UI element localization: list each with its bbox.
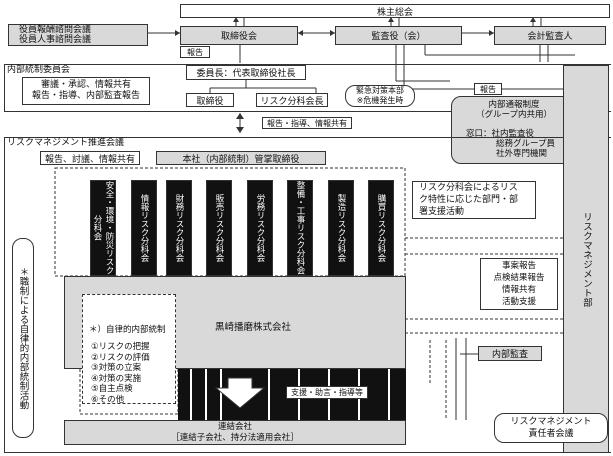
subcommittee-sales: 販売リスク分科会 <box>206 180 232 276</box>
subcommittee-manufacturing: 製造リスク分科会 <box>328 180 354 276</box>
risk-subcommittee-chair-label: リスク分科会長 <box>260 96 324 107</box>
risk-management-dept-box: リスクマネジメント部 <box>563 65 609 453</box>
risk-council-frame <box>4 137 611 453</box>
whistleblowing-title-2: （グループ内共用） <box>476 110 552 120</box>
support-advice-label: 支援・助言・指導等 <box>291 388 363 397</box>
risk-subcommittee-chair-box: リスク分科会長 <box>256 93 328 107</box>
risk-council-title: リスクマネジメント推進会議 <box>7 138 125 148</box>
subcommittee-maintenance: 整備・工事リスク分科会 <box>287 180 313 276</box>
consolidated-name: 連結会社 <box>217 421 252 432</box>
rm-council-line-1: リスクマネジメント <box>510 417 592 427</box>
risk-council-sub-label: 報告、討議、情報共有 <box>44 154 135 165</box>
internal-audit-box: 内部監査 <box>478 346 542 361</box>
compensation-committee-label: 役員報酬諮問会議 <box>19 25 92 35</box>
subcommittee-information: 情報リスク分科会 <box>131 180 157 276</box>
autonomy-item: ①リスクの把握 <box>91 342 150 352</box>
committee-chair-label: 委員長：代表取締役社長 <box>196 69 296 79</box>
internal-control-committee-title: 内部統制委員会 <box>7 65 71 75</box>
subcommittee-purchasing: 購買リスク分科会 <box>368 180 394 276</box>
company-name-label: 黒崎播磨株式会社 <box>215 322 292 333</box>
board-of-directors-label: 取締役会 <box>220 32 257 42</box>
subcommittee-information-label: 情報リスク分科会 <box>139 194 149 262</box>
whistleblowing-contact-2: 総務グループ員 <box>496 139 555 149</box>
consolidated-companies-box: 連結会社 ［連結子会社、持分法適用会社］ <box>64 420 406 445</box>
report-list-item: 点検結果報告 <box>493 273 545 283</box>
autonomy-box: ＊）自律的内部統制 ①リスクの把握 ②リスクの評価 ③対策の立案 ④対策の実施 … <box>82 294 176 405</box>
rm-council-line-2: 責任者会議 <box>528 429 574 439</box>
whistleblowing-contact-3: 社外専門機関 <box>496 149 548 159</box>
directors-label: 取締役 <box>196 96 224 107</box>
report-list-item: 事案報告 <box>501 261 536 271</box>
autonomy-item: ③対策の立案 <box>91 363 142 373</box>
shareholders-meeting-label: 株主総会 <box>376 7 413 18</box>
advisory-committees-box: 役員報酬諮問会議 役員人事諮問会議 <box>8 24 148 46</box>
report-list-item: 活動支援 <box>501 297 536 307</box>
directors-box: 取締役 <box>186 93 234 107</box>
shareholders-meeting-box: 株主総会 <box>180 4 610 18</box>
autonomy-item-list: ①リスクの把握 ②リスクの評価 ③対策の立案 ④対策の実施 ⑤自主点検 ⑥その他 <box>91 342 150 405</box>
risk-management-dept-label: リスクマネジメント部 <box>581 211 592 307</box>
subcommittee-purchasing-label: 購買リスク分科会 <box>376 194 386 262</box>
accounting-auditor-label: 会計監査人 <box>527 32 573 42</box>
accounting-auditor-box: 会計監査人 <box>494 26 606 45</box>
autonomy-item: ⑥その他 <box>91 394 125 405</box>
committee-chair-box: 委員長：代表取締役社長 <box>186 65 306 80</box>
bar-divider <box>190 369 192 421</box>
internal-audit-label: 内部監査 <box>491 350 528 360</box>
report-label-box-1: 報告 <box>180 46 210 58</box>
support-line-1: リスク分科会によるリス <box>419 183 518 193</box>
board-of-directors-box: 取締役会 <box>180 26 298 45</box>
autonomy-item: ④対策の実施 <box>91 373 142 384</box>
subcommittee-safety-label: 安全・環境・防災リスク分科会 <box>92 181 114 275</box>
middle-report-label-box: 報告・指導、情報共有 <box>262 117 352 129</box>
autonomy-item: ②リスクの評価 <box>91 352 150 363</box>
whistleblowing-contact-1: 窓口：社内監査役 <box>466 129 535 139</box>
report-label-1: 報告 <box>187 47 203 57</box>
duties-line-1: 審議・承認、情報共有 <box>40 80 131 90</box>
support-line-2: ク特性に応じた部門・部 <box>419 195 519 205</box>
whistleblowing-box: 内部通報制度 （グループ内共用） 窓口：社内監査役 総務グループ員 社外専門機関 <box>451 96 577 164</box>
auditors-label: 監査役（会） <box>371 32 426 42</box>
subcommittee-manufacturing-label: 製造リスク分科会 <box>336 194 346 262</box>
autonomous-control-side-box: ＊職制による自律的内部統制活動 <box>12 238 34 438</box>
hq-director-box: 本社（内部統制）管掌取締役 <box>156 151 326 165</box>
emergency-hq-box: 緊急対策本部 ※危機発生時 <box>345 85 415 107</box>
bar-divider <box>205 369 207 421</box>
bar-divider <box>220 369 222 421</box>
autonomy-title: ＊）自律的内部統制 <box>89 325 166 335</box>
report-label-box-2: 報告 <box>474 83 502 95</box>
bar-divider <box>268 369 270 421</box>
subcommittee-labor: 労務リスク分科会 <box>247 180 273 276</box>
autonomous-control-side-label: ＊職制による自律的内部統制活動 <box>17 266 29 410</box>
personnel-committee-label: 役員人事諮問会議 <box>19 35 92 45</box>
autonomy-item: ⑤自主点検 <box>91 384 133 394</box>
report-list-item: 情報共有 <box>501 285 536 295</box>
support-line-3: 署支援活動 <box>419 207 465 217</box>
emergency-note-label: ※危機発生時 <box>356 96 404 105</box>
subcommittee-safety: 安全・環境・防災リスク分科会 <box>90 180 116 276</box>
rm-responsible-council-box: リスクマネジメント 責任者会議 <box>494 413 608 443</box>
subcommittee-labor-label: 労務リスク分科会 <box>255 194 265 262</box>
consolidated-sub: ［連結子会社、持分法適用会社］ <box>171 432 299 443</box>
duties-line-2: 報告・指導、内部監査報告 <box>31 91 140 101</box>
internal-control-committee-frame <box>4 64 611 112</box>
auditors-box: 監査役（会） <box>335 26 462 45</box>
whistleblowing-title-1: 内部通報制度 <box>488 100 540 110</box>
risk-council-sub-box: 報告、討議、情報共有 <box>40 151 140 165</box>
bar-divider <box>388 369 390 421</box>
subcommittee-support-box: リスク分科会によるリス ク特性に応じた部門・部 署支援活動 <box>412 181 536 219</box>
report-label-2: 報告 <box>480 84 496 94</box>
subcommittee-finance-label: 財務リスク分科会 <box>174 194 184 262</box>
internal-control-duties-box: 審議・承認、情報共有 報告・指導、内部監査報告 <box>22 77 150 105</box>
hq-director-label: 本社（内部統制）管掌取締役 <box>182 154 300 165</box>
subcommittee-maintenance-label: 整備・工事リスク分科会 <box>295 181 305 275</box>
report-list-box: 事案報告 点検結果報告 情報共有 活動支援 <box>480 258 558 310</box>
emergency-hq-label: 緊急対策本部 <box>356 86 404 95</box>
middle-report-label: 報告・指導、情報共有 <box>267 118 347 128</box>
subcommittee-sales-label: 販売リスク分科会 <box>214 194 224 262</box>
support-advice-label-box: 支援・助言・指導等 <box>286 386 368 399</box>
subcommittee-finance: 財務リスク分科会 <box>166 180 192 276</box>
